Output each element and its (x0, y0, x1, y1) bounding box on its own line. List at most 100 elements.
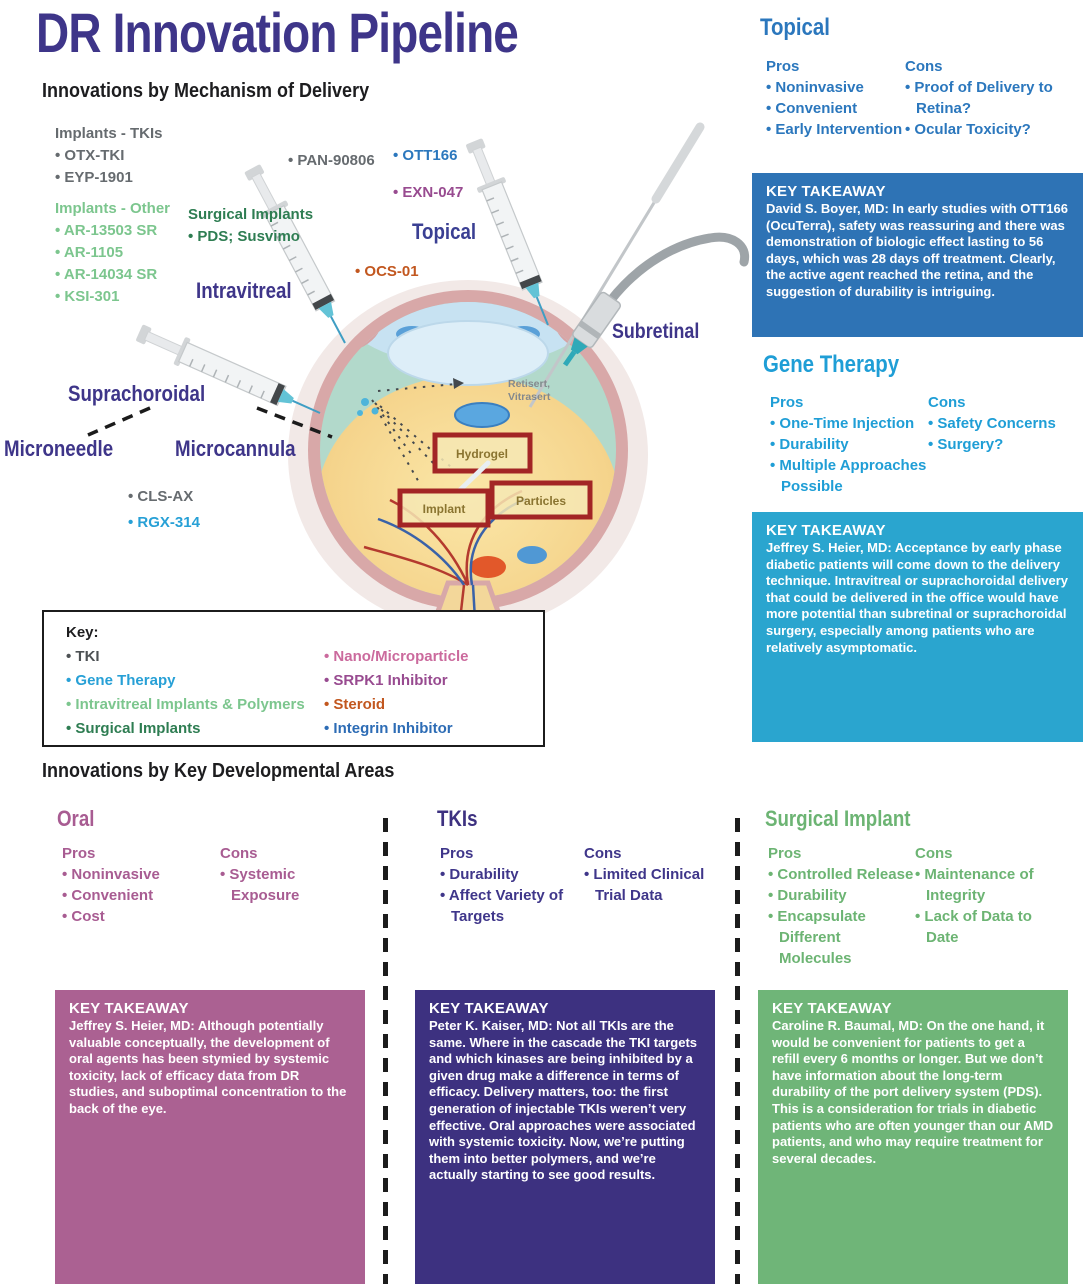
drug-item: KSI-301 (55, 286, 170, 308)
pros-item: Convenient (766, 98, 916, 119)
pros-item: Durability (440, 864, 565, 885)
mechanism-heading: Innovations by Mechanism of Delivery (42, 80, 370, 102)
pros-label: Pros (440, 845, 474, 862)
implants-other-group: Implants - Other AR-13503 SR AR-1105 AR-… (55, 200, 170, 308)
pros-item: Early Intervention (766, 119, 916, 140)
topical-takeaway-box: KEY TAKEAWAY David S. Boyer, MD: In earl… (752, 173, 1083, 337)
retisert-label-line2: Vitrasert (508, 391, 551, 403)
pros-label: Pros (768, 845, 802, 862)
oral-cons: Cons Systemic Exposure (220, 845, 320, 906)
legend-item-nano-microparticle: Nano/Microparticle (324, 648, 468, 665)
legend-item-steroid: Steroid (324, 696, 385, 713)
takeaway-text: Jeffrey S. Heier, MD: Although potential… (69, 1018, 347, 1116)
tkis-takeaway-box: KEY TAKEAWAY Peter K. Kaiser, MD: Not al… (415, 990, 715, 1284)
legend-item-integrin-inhibitor: Integrin Inhibitor (324, 720, 452, 737)
pros-item: Durability (770, 434, 930, 455)
gene-therapy-cons: Cons Safety Concerns Surgery? (928, 394, 1078, 455)
column-divider (383, 818, 388, 1284)
takeaway-text: Jeffrey S. Heier, MD: Acceptance by earl… (766, 540, 1068, 655)
suprachoroidal-connectors (87, 406, 333, 439)
legend-item-intravitreal-implants: Intravitreal Implants & Polymers (66, 696, 304, 713)
drug-item: AR-13503 SR (55, 220, 170, 242)
pros-item: Durability (768, 885, 920, 906)
page-title: DR Innovation Pipeline (36, 1, 519, 64)
takeaway-label: KEY TAKEAWAY (766, 183, 886, 200)
retisert-label-line1: Retisert, (508, 378, 550, 390)
cons-item: Lack of Data to Date (915, 906, 1043, 948)
takeaway-label: KEY TAKEAWAY (429, 1000, 549, 1017)
drug-item: AR-14034 SR (55, 264, 170, 286)
oral-takeaway-box: KEY TAKEAWAY Jeffrey S. Heier, MD: Altho… (55, 990, 365, 1284)
route-subretinal: Subretinal (612, 320, 700, 343)
takeaway-text: David S. Boyer, MD: In early studies wit… (766, 201, 1068, 299)
pros-item: One-Time Injection (770, 413, 930, 434)
route-suprachoroidal: Suprachoroidal (68, 381, 206, 406)
developmental-heading: Innovations by Key Developmental Areas (42, 760, 395, 782)
cons-item: Systemic Exposure (220, 864, 320, 906)
pros-item: Cost (62, 906, 202, 927)
legend-item-surgical-implants: Surgical Implants (66, 720, 200, 737)
cons-item: Surgery? (928, 434, 1078, 455)
topical-cons: Cons Proof of Delivery to Retina? Ocular… (905, 58, 1055, 140)
drug-rgx-314: RGX-314 (128, 514, 200, 531)
cons-label: Cons (584, 845, 622, 862)
pros-item: Multiple Approaches Possible (770, 455, 930, 497)
oral-pros: Pros Noninvasive Convenient Cost (62, 845, 202, 927)
eye-inner-labels: Hydrogel Implant Particles Retisert, Vit… (397, 378, 593, 528)
pros-item: Encapsulate Different Molecules (768, 906, 889, 969)
drug-item: PDS; Susvimo (188, 226, 313, 248)
particles-label: Particles (516, 494, 566, 508)
drug-cls-ax: CLS-AX (128, 488, 193, 505)
cons-label: Cons (220, 845, 258, 862)
drug-exn-047: EXN-047 (393, 184, 463, 201)
pros-label: Pros (62, 845, 96, 862)
gene-therapy-pros: Pros One-Time Injection Durability Multi… (770, 394, 930, 497)
topical-pros: Pros Noninvasive Convenient Early Interv… (766, 58, 916, 140)
surgical-implant-pros: Pros Controlled Release Durability Encap… (768, 845, 920, 969)
implants-tkis-group: Implants - TKIs OTX-TKI EYP-1901 (55, 125, 163, 189)
drug-pan-90806: PAN-90806 (288, 152, 374, 169)
cons-label: Cons (915, 845, 953, 862)
injection-spray-illustration (357, 378, 464, 485)
surgical-implant-takeaway-box: KEY TAKEAWAY Caroline R. Baumal, MD: On … (758, 990, 1068, 1284)
tkis-pros: Pros Durability Affect Variety of Target… (440, 845, 565, 927)
surgical-implant-cons: Cons Maintenance of Integrity Lack of Da… (915, 845, 1043, 948)
implant-label: Implant (423, 502, 466, 516)
cons-item: Ocular Toxicity? (905, 119, 1055, 140)
drug-ott166: OTT166 (393, 147, 457, 164)
takeaway-text: Peter K. Kaiser, MD: Not all TKIs are th… (429, 1018, 698, 1183)
takeaway-label: KEY TAKEAWAY (772, 1000, 892, 1017)
hydrogel-label: Hydrogel (456, 447, 508, 461)
implants-other-title: Implants - Other (55, 200, 171, 217)
subretinal-cannula-illustration (562, 232, 750, 367)
implants-tkis-title: Implants - TKIs (55, 125, 163, 142)
pros-item: Controlled Release (768, 864, 920, 885)
pros-label: Pros (766, 58, 800, 75)
cons-item: Limited Clinical Trial Data (584, 864, 714, 906)
surgical-implants-group: Surgical Implants PDS; Susvimo (188, 206, 313, 248)
drug-ocs-01: OCS-01 (355, 263, 418, 280)
drug-item: AR-1105 (55, 242, 170, 264)
route-topical: Topical (412, 219, 477, 244)
surgical-implants-title: Surgical Implants (188, 206, 314, 223)
eye-delivery-illustration: Hydrogel Implant Particles Retisert, Vit… (87, 122, 750, 625)
takeaway-label: KEY TAKEAWAY (69, 1000, 189, 1017)
intravitreal-syringe-illustration (237, 160, 360, 352)
route-microneedle: Microneedle (4, 436, 114, 461)
topical-panel-title: Topical (760, 14, 830, 41)
key-legend: Key: TKI Gene Therapy Intravitreal Impla… (42, 610, 545, 747)
gene-therapy-panel-title: Gene Therapy (763, 351, 900, 378)
pros-item: Affect Variety of Targets (440, 885, 565, 927)
takeaway-label: KEY TAKEAWAY (766, 522, 886, 539)
gene-therapy-takeaway-box: KEY TAKEAWAY Jeffrey S. Heier, MD: Accep… (752, 512, 1083, 742)
cons-label: Cons (905, 58, 943, 75)
legend-item-gene-therapy: Gene Therapy (66, 672, 175, 689)
tkis-cons: Cons Limited Clinical Trial Data (584, 845, 714, 906)
pros-item: Noninvasive (766, 77, 916, 98)
pros-item: Noninvasive (62, 864, 202, 885)
surgical-implant-panel-title: Surgical Implant (765, 806, 911, 831)
column-divider (735, 818, 740, 1284)
cons-item: Proof of Delivery to Retina? (905, 77, 1055, 119)
route-intravitreal: Intravitreal (196, 278, 292, 303)
tkis-panel-title: TKIs (437, 806, 478, 831)
